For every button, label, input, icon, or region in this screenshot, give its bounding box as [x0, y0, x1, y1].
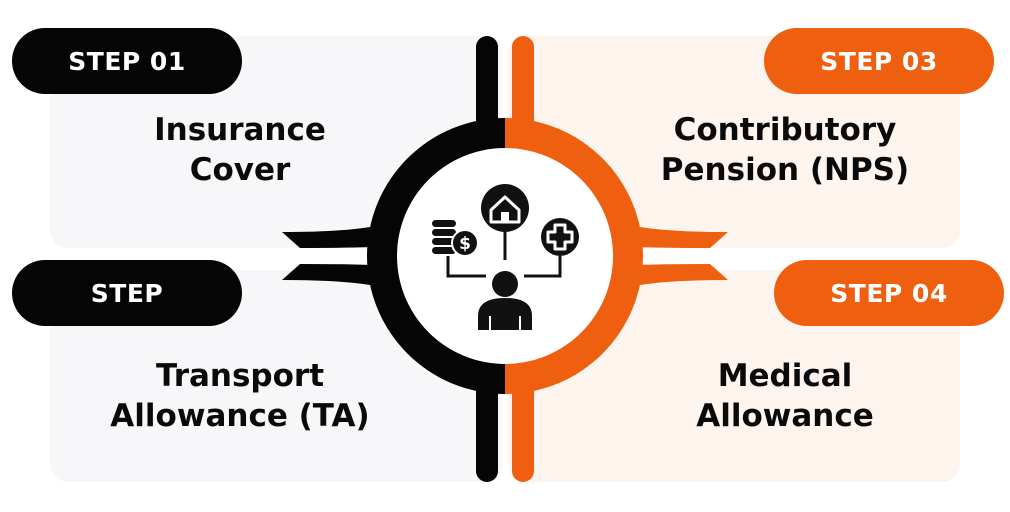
bar-right-bottom — [512, 356, 534, 482]
step-01-title-line-1: Insurance — [154, 112, 326, 148]
step-03-badge: STEP 03 — [764, 28, 994, 94]
step-04-title: Medical Allowance — [630, 356, 940, 436]
step-04-title-line-1: Medical — [717, 358, 853, 394]
bar-right-top — [512, 36, 534, 156]
step-02-title-line-2: Allowance (TA) — [110, 398, 370, 434]
step-03-title-line-1: Contributory — [673, 112, 897, 148]
medical-cross-icon — [541, 218, 579, 256]
ring-right-half — [505, 118, 643, 394]
step-01-title-line-2: Cover — [189, 152, 291, 188]
step-02-title-line-1: Transport — [155, 358, 325, 394]
crossbar-left-top — [282, 220, 400, 248]
ring-left-half — [367, 118, 505, 394]
step-03-title-line-2: Pension (NPS) — [660, 152, 910, 188]
step-02-title: Transport Allowance (TA) — [75, 356, 405, 436]
connector-lines — [446, 232, 562, 278]
step-03-title: Contributory Pension (NPS) — [620, 110, 950, 190]
coins-dollar-icon: $ — [432, 220, 479, 257]
step-04-title-line-2: Allowance — [696, 398, 874, 434]
step-01-title: Insurance Cover — [90, 110, 390, 190]
house-icon — [481, 184, 529, 232]
svg-text:$: $ — [459, 234, 471, 254]
crossbar-right-bottom — [610, 264, 728, 292]
bar-left-bottom — [476, 356, 498, 482]
step-02-badge: STEP — [12, 260, 242, 326]
person-icon — [478, 271, 532, 330]
step-04-badge: STEP 04 — [774, 260, 1004, 326]
bar-left-top — [476, 36, 498, 156]
crossbar-left-bottom — [282, 264, 400, 292]
crossbar-right-top — [610, 220, 728, 248]
step-01-badge: STEP 01 — [12, 28, 242, 94]
